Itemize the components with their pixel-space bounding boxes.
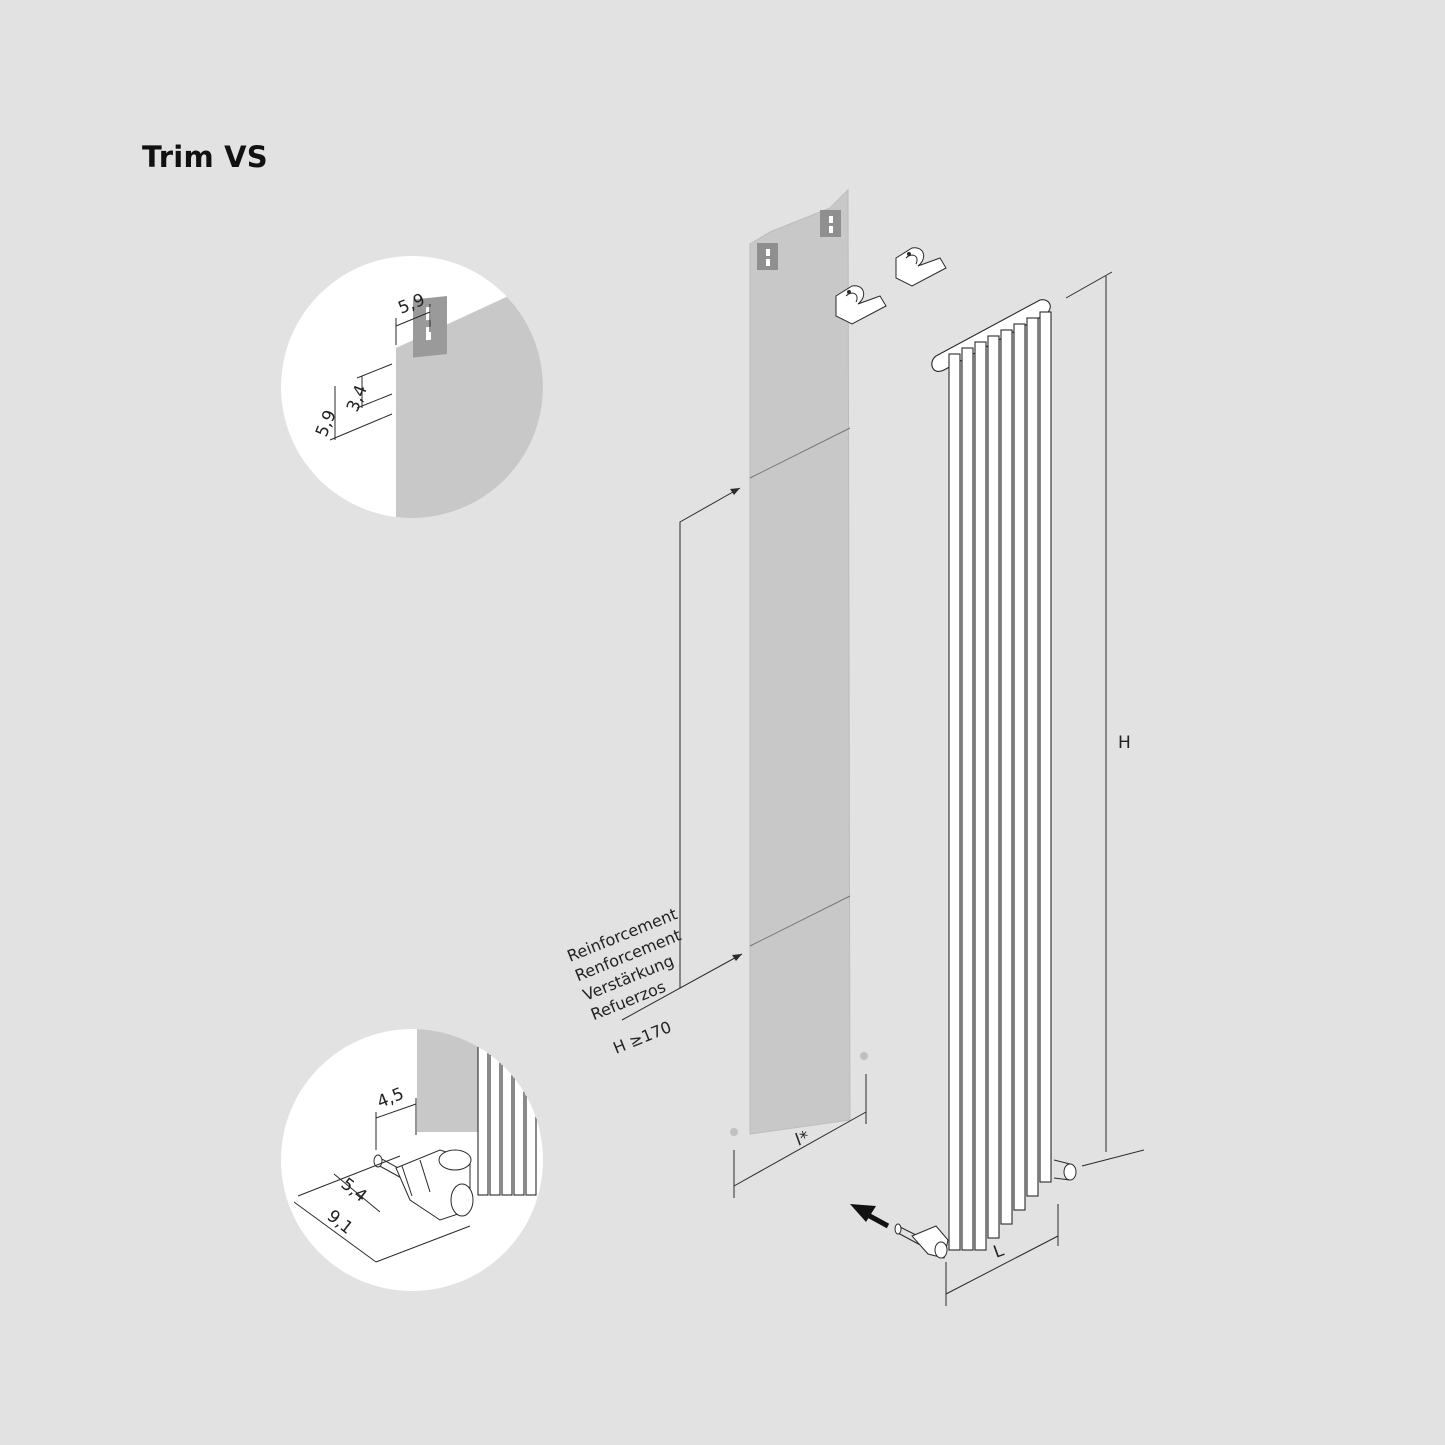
- detail-valve: [373, 1149, 474, 1221]
- page-title: Trim VS: [142, 140, 268, 174]
- panel-slot-left: [757, 243, 778, 270]
- radiator-height-dimension: H: [1065, 271, 1145, 1167]
- panel-width-dimension: l*: [733, 1074, 867, 1198]
- radiator-height-label: H: [1118, 733, 1131, 753]
- detail-panel-edge: [417, 1029, 479, 1132]
- reinforcement-line-lower: [749, 895, 851, 947]
- wall-bracket-right: [895, 247, 947, 287]
- panel-slot-right: [820, 210, 841, 237]
- direction-arrow-icon: [850, 1204, 890, 1229]
- panel-width-label: l*: [793, 1127, 812, 1150]
- reinforcement-line-upper: [749, 427, 851, 479]
- radiator-valve: [894, 1223, 949, 1259]
- radiator: [894, 299, 1077, 1259]
- detail-circle-bottom: 4,5 5,4 9,1: [281, 1029, 543, 1291]
- reinforcement-label-group: Reinforcement Renforcement Verstärkung R…: [564, 904, 683, 1024]
- back-panel: [730, 188, 868, 1136]
- radiator-length-label: L: [991, 1240, 1007, 1262]
- height-condition-label: H ≥170: [610, 1017, 674, 1057]
- detail-circle-top: 5,9 5,9 3,4: [281, 256, 543, 518]
- reinforcement-leaders: [621, 487, 743, 1021]
- back-panel-shape: [749, 188, 851, 1135]
- wall-bracket-left: [835, 285, 887, 325]
